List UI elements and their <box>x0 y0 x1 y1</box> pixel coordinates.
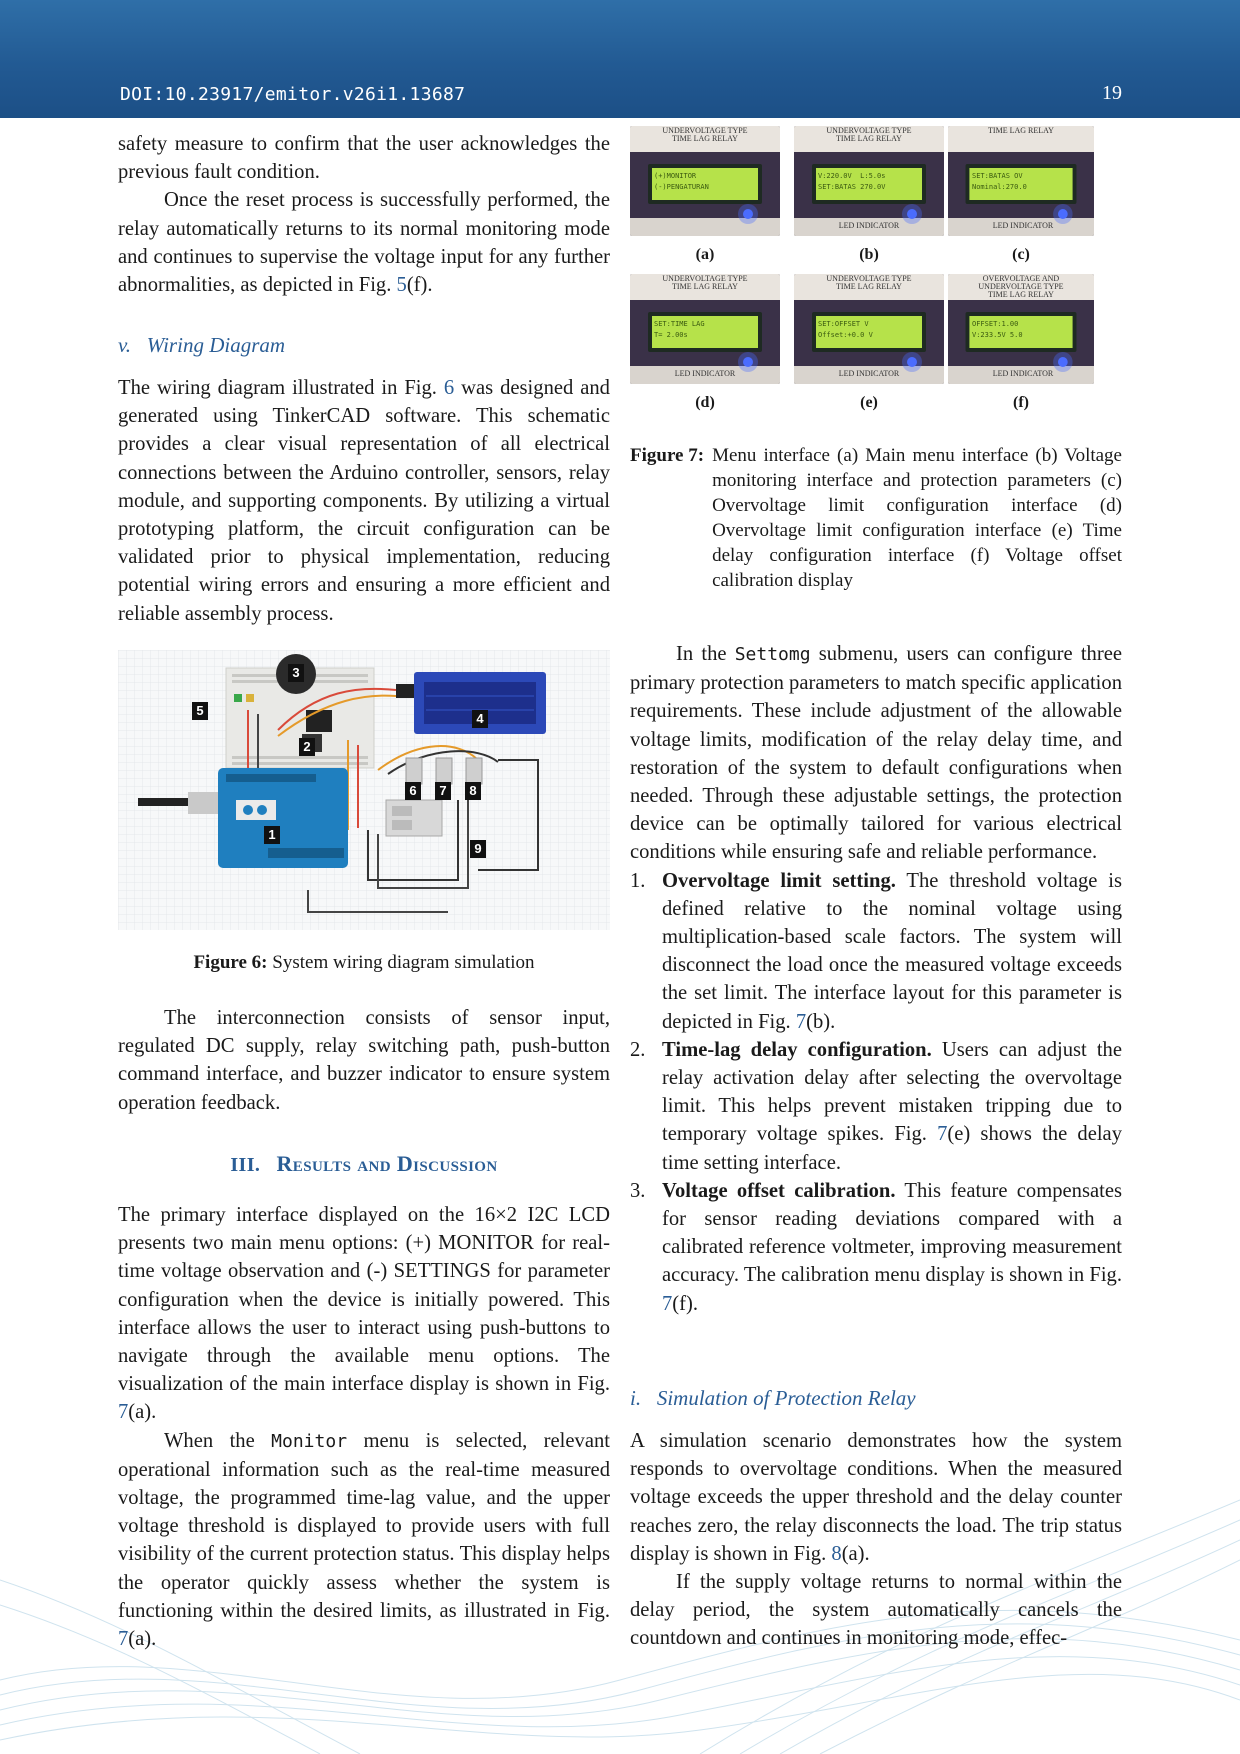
lcd-photo-panel: UNDERVOLTAGE TYPE TIME LAG RELAY V:220.0V… <box>794 126 944 236</box>
lcd-line-2: (-)PENGATURAN <box>654 183 709 191</box>
figure-7-caption: Figure 7: Menu interface (a) Main menu i… <box>630 445 1122 591</box>
figure-link[interactable]: 5 <box>396 274 407 297</box>
right-column-settings: In the Settomg submenu, users can config… <box>630 640 1122 1318</box>
subsection-heading: v. Wiring Diagram <box>118 333 286 357</box>
lcd-line-1: V:220.0V L:5.0s <box>818 172 886 180</box>
subfigure-label: (b) <box>859 246 879 263</box>
panel-footer: LED INDICATOR <box>992 369 1054 378</box>
list-item: 1.Overvoltage limit setting. The thresho… <box>630 869 1122 1033</box>
marker-2: 2 <box>299 738 315 756</box>
lcd-photo-panel: UNDERVOLTAGE TYPE TIME LAG RELAY SET:OFFS… <box>794 274 944 384</box>
figure-link[interactable]: 7 <box>662 1292 673 1315</box>
lcd-line-1: SET:OFFSET V <box>818 320 869 328</box>
section-heading: III. Results and Discussion <box>230 1151 498 1176</box>
subfigure-label: (d) <box>695 394 715 411</box>
figure-link[interactable]: 7 <box>118 1401 129 1424</box>
paragraph: In the Settomg submenu, users can config… <box>630 643 1122 864</box>
marker-6: 6 <box>405 782 421 800</box>
panel-title: UNDERVOLTAGE TYPE TIME LAG RELAY <box>662 275 748 291</box>
page-number: 19 <box>1102 82 1122 104</box>
doi-text: DOI:10.23917/emitor.v26i1.13687 <box>120 84 466 105</box>
figure-link[interactable]: 6 <box>443 377 455 399</box>
wiring-diagram-image <box>118 650 610 930</box>
paragraph: safety measure to confirm that the user … <box>118 133 610 184</box>
marker-4: 4 <box>472 710 488 728</box>
lcd-photo-panel: OVERVOLTAGE AND UNDERVOLTAGE TYPE TIME L… <box>948 274 1094 384</box>
panel-title: TIME LAG RELAY <box>988 127 1054 135</box>
panel-title: OVERVOLTAGE AND UNDERVOLTAGE TYPE TIME L… <box>978 275 1064 299</box>
left-column-results: The primary interface displayed on the 1… <box>118 1201 610 1653</box>
figure-link[interactable]: 7 <box>795 1010 807 1033</box>
panel-footer: LED INDICATOR <box>838 369 900 378</box>
paragraph: A simulation scenario demonstrates how t… <box>630 1430 1122 1565</box>
right-column-simulation: A simulation scenario demonstrates how t… <box>630 1427 1122 1653</box>
lcd-line-2: SET:BATAS 270.0V <box>818 183 886 191</box>
lcd-line-2: T= 2.00s <box>654 331 688 339</box>
left-column-wiring: The wiring diagram illustrated in Fig. 6… <box>118 374 610 628</box>
paragraph: The interconnection consists of sensor i… <box>118 1007 610 1114</box>
panel-title: UNDERVOLTAGE TYPE TIME LAG RELAY <box>662 127 748 143</box>
figure-link[interactable]: 8 <box>831 1542 842 1565</box>
lcd-line-1: OFFSET:1.00 <box>972 320 1019 328</box>
paragraph: The wiring diagram illustrated in Fig. 6… <box>118 377 610 625</box>
left-column-top: safety measure to confirm that the user … <box>118 130 610 299</box>
panel-footer: LED INDICATOR <box>674 369 736 378</box>
lcd-line-2: Nominal:270.0 <box>972 183 1027 191</box>
lcd-photo-panel: UNDERVOLTAGE TYPE TIME LAG RELAY (+)MONIT… <box>630 126 780 236</box>
page-header: DOI:10.23917/emitor.v26i1.13687 19 <box>0 0 1240 118</box>
marker-7: 7 <box>435 782 451 800</box>
left-column-interconnection: The interconnection consists of sensor i… <box>118 1004 610 1117</box>
figure-6-caption: Figure 6: System wiring diagram simulati… <box>193 952 535 973</box>
subfigure-label: (f) <box>1013 394 1029 411</box>
lcd-line-1: SET:BATAS OV <box>972 172 1023 180</box>
marker-9: 9 <box>470 840 486 858</box>
figure-7: UNDERVOLTAGE TYPE TIME LAG RELAY (+)MONIT… <box>630 126 1122 426</box>
panel-title: UNDERVOLTAGE TYPE TIME LAG RELAY <box>826 127 912 143</box>
lcd-line-2: Offset:+0.0 V <box>818 331 873 339</box>
paragraph: If the supply voltage returns to normal … <box>630 1571 1122 1650</box>
figure-6: 3 5 4 2 6 7 8 1 9 <box>118 650 610 930</box>
decorative-waves <box>0 1499 1240 1754</box>
panel-footer: LED INDICATOR <box>838 221 900 230</box>
marker-3: 3 <box>288 664 304 682</box>
panel-footer: LED INDICATOR <box>992 221 1054 230</box>
marker-1: 1 <box>264 826 280 844</box>
lcd-line-1: SET:TIME LAG <box>654 320 705 328</box>
lcd-line-1: (+)MONITOR <box>654 172 697 180</box>
parameter-list: 1.Overvoltage limit setting. The thresho… <box>630 867 1122 1318</box>
lcd-line-2: V:233.5V 5.0 <box>972 331 1023 339</box>
subfigure-label: (e) <box>860 394 878 411</box>
paragraph: The primary interface displayed on the 1… <box>118 1204 610 1424</box>
marker-5: 5 <box>192 702 208 720</box>
subsection-heading: i. Simulation of Protection Relay <box>630 1386 916 1410</box>
figure-link[interactable]: 7 <box>937 1123 948 1146</box>
list-item: 3.Voltage offset calibration. This featu… <box>630 1179 1123 1315</box>
paragraph: When the Monitor menu is selected, relev… <box>118 1429 610 1651</box>
paragraph: Once the reset process is successfully p… <box>118 189 610 297</box>
lcd-photo-panel: UNDERVOLTAGE TYPE TIME LAG RELAY SET:TIME… <box>630 274 780 384</box>
list-item: 2.Time-lag delay configuration. Users ca… <box>630 1038 1122 1174</box>
subfigure-label: (a) <box>695 246 715 263</box>
figure-link[interactable]: 7 <box>118 1628 129 1651</box>
subfigure-label: (c) <box>1012 246 1030 263</box>
marker-8: 8 <box>465 782 481 800</box>
panel-title: UNDERVOLTAGE TYPE TIME LAG RELAY <box>826 275 912 291</box>
